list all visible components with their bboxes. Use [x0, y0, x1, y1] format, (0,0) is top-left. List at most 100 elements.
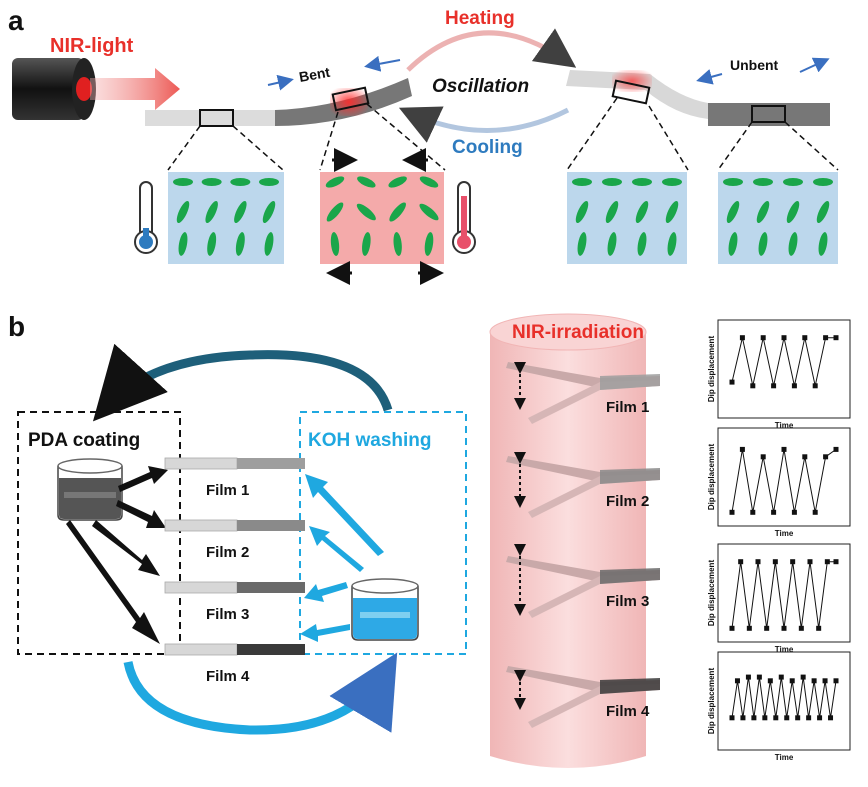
pda-coating-box	[17, 411, 181, 655]
chart-point	[790, 559, 796, 565]
chart-point	[751, 715, 757, 721]
chart-point	[738, 559, 744, 565]
chart-point	[755, 559, 761, 565]
chart-point	[745, 674, 751, 680]
chart-point	[833, 335, 839, 341]
chart-xlabel: Time	[775, 529, 794, 538]
chart-point	[791, 383, 797, 389]
nir-irradiation-label: NIR-irradiation	[512, 322, 644, 343]
film-strip: Film 4	[164, 643, 305, 685]
film-label: Film 1	[206, 482, 249, 499]
chart-point	[812, 383, 818, 389]
film-strips: Film 1 Film 2 Film 3 Film 4	[164, 457, 305, 685]
chart-point	[812, 509, 818, 515]
chart-point	[798, 625, 804, 631]
film-strip: Film 3	[164, 581, 305, 623]
cooling-arrow	[398, 106, 570, 143]
chart-point	[764, 625, 770, 631]
pda-arrows	[66, 466, 168, 644]
chart-point	[767, 678, 773, 684]
hot-thermometer-icon	[452, 181, 476, 254]
chart-ylabel: Dip displacement	[707, 560, 716, 627]
film-strip: Film 1	[164, 457, 305, 499]
oscillation-film-label: Film 1	[606, 399, 649, 416]
recycle-arrow-top	[92, 343, 393, 422]
mesogen-box	[718, 172, 838, 264]
chart-point	[729, 379, 735, 385]
chart-point	[772, 559, 778, 565]
chart-point	[739, 335, 745, 341]
chart-frame	[717, 319, 851, 419]
chart-xlabel: Time	[775, 421, 794, 430]
bent-strip	[145, 78, 412, 127]
chart-ylabel: Dip displacement	[707, 444, 716, 511]
oscillation-film-label: Film 2	[606, 493, 649, 510]
chart-point	[750, 509, 756, 515]
cold-thermometer-icon	[134, 181, 158, 254]
chart-point	[817, 715, 823, 721]
chart-point	[746, 625, 752, 631]
chart-point	[729, 625, 735, 631]
chart-ylabel: Dip displacement	[707, 336, 716, 403]
chart-point	[760, 454, 766, 460]
chart-point	[795, 715, 801, 721]
panel-a-label: a	[8, 5, 24, 36]
chart-point	[833, 446, 839, 452]
chart-point	[734, 678, 740, 684]
pda-coating-label: PDA coating	[28, 430, 140, 451]
koh-arrows	[300, 474, 384, 642]
bent-arrow-left	[364, 55, 401, 72]
chart-line	[731, 677, 837, 718]
nir-light-source-icon	[12, 58, 96, 120]
chart-point	[784, 715, 790, 721]
oscillating-film: Film 1	[506, 362, 660, 424]
chart-point	[806, 715, 812, 721]
film-label: Film 4	[206, 668, 250, 685]
zoom-lines	[167, 97, 839, 171]
chart-point	[823, 454, 829, 460]
hot-spot	[330, 88, 368, 116]
chart-point	[781, 625, 787, 631]
mesogen-box	[320, 172, 444, 264]
film-strip: Film 2	[164, 519, 305, 561]
cooling-label: Cooling	[452, 137, 523, 158]
heating-label: Heating	[445, 8, 515, 29]
chart-ylabel: Dip displacement	[707, 668, 716, 735]
chart-point	[828, 715, 834, 721]
chart-point	[791, 509, 797, 515]
chart-point	[807, 559, 813, 565]
koh-washing-label: KOH washing	[308, 430, 432, 451]
mesogen-boxes	[168, 172, 838, 264]
chart-point	[802, 335, 808, 341]
chart-point	[824, 559, 830, 565]
bent-arrow-right	[267, 74, 294, 91]
chart-point	[756, 674, 762, 680]
chart-point	[811, 678, 817, 684]
oscillating-film: Film 2	[506, 452, 660, 518]
oscillating-film: Film 4	[506, 666, 660, 728]
chart-point	[778, 674, 784, 680]
koh-beaker-icon	[351, 578, 419, 641]
nir-light-label: NIR-light	[50, 35, 134, 57]
chart-point	[823, 335, 829, 341]
chart-point	[771, 383, 777, 389]
chart-point	[773, 715, 779, 721]
chart-point	[822, 678, 828, 684]
chart-point	[802, 454, 808, 460]
nir-cylinder	[489, 313, 647, 768]
chart-point	[800, 674, 806, 680]
oscillating-film: Film 3	[506, 544, 660, 618]
recycle-arrow-bottom	[123, 652, 398, 735]
oscillation-film-label: Film 3	[606, 593, 649, 610]
chart-point	[833, 678, 839, 684]
unbent-arrow-right	[799, 57, 830, 73]
chart-point	[762, 715, 768, 721]
chart-point	[729, 715, 735, 721]
chart-point	[781, 446, 787, 452]
chart-point	[771, 509, 777, 515]
oscillating-films: Film 1 Film 2 Film 3 Film 4	[506, 362, 660, 728]
